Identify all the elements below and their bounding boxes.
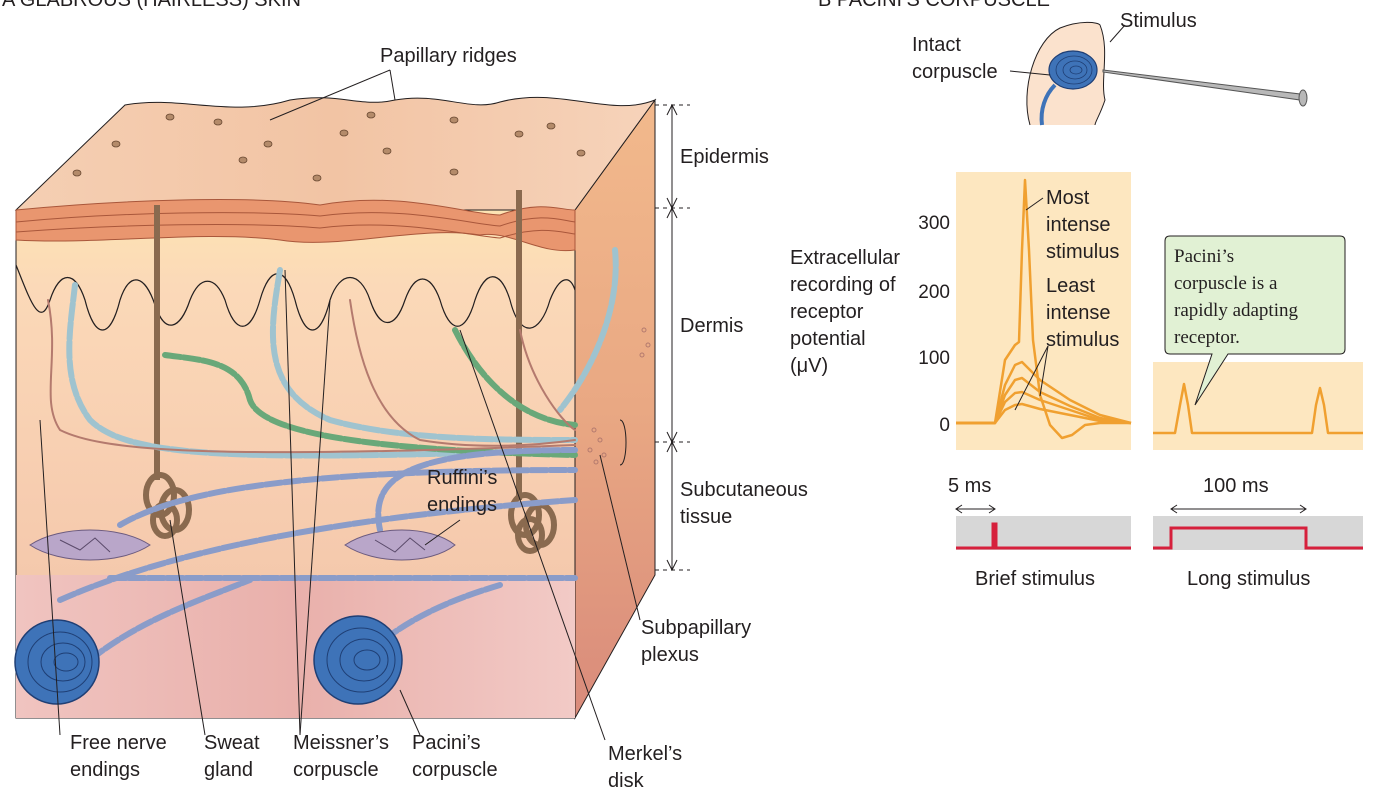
label-meissner: Meissner’s <box>293 732 389 754</box>
label-ruffini: Ruffini’s <box>427 467 497 489</box>
ylabel-line-4: potential <box>790 328 866 350</box>
stim-long-background <box>1153 516 1363 550</box>
label-sweat: Sweat <box>204 732 260 754</box>
label-pacini: Pacini’s <box>412 732 481 754</box>
stimulus-probe <box>1102 69 1301 101</box>
scale-long-arrow <box>1170 504 1307 514</box>
ytick-0: 0 <box>939 415 950 436</box>
dermal-papillae <box>15 264 576 331</box>
stim-brief-background <box>956 516 1131 550</box>
intact-corpuscle-icon <box>1039 50 1098 126</box>
annot-most-2: intense <box>1046 214 1111 236</box>
callout-line-1: Pacini’s <box>1174 246 1234 267</box>
trace-long <box>1153 382 1363 435</box>
scale-long-label: 100 ms <box>1203 475 1269 497</box>
trace-most-intense <box>956 178 1131 440</box>
label-free-nerve: Free nerve <box>70 732 167 754</box>
label-meissner-corpuscle: corpuscle <box>293 759 379 781</box>
ytick-100: 100 <box>918 348 950 369</box>
label-ruffini-endings: endings <box>427 494 497 516</box>
label-intact-corpuscle: corpuscle <box>912 61 998 83</box>
ylabel-line-3: receptor <box>790 301 864 323</box>
label-epidermis: Epidermis <box>680 146 769 168</box>
callout-line-3: rapidly adapting <box>1174 300 1298 321</box>
annot-least-3: stimulus <box>1046 329 1119 351</box>
ytick-200: 200 <box>918 282 950 303</box>
label-free-nerve-endings: endings <box>70 759 140 781</box>
label-merkel-disk: disk <box>608 770 645 792</box>
label-merkel: Merkel’s <box>608 743 682 765</box>
nerve-fibers <box>47 247 619 668</box>
trace-least-intense <box>956 402 1132 425</box>
caption-long: Long stimulus <box>1187 568 1310 590</box>
layer-scale <box>655 103 690 572</box>
panel-a-heading: A GLABROUS (HAIRLESS) SKIN <box>2 0 301 11</box>
label-stimulus: Stimulus <box>1120 10 1197 32</box>
label-tissue: tissue <box>680 506 732 528</box>
label-subpapillary: Subpapillary <box>641 617 751 639</box>
block-top-surface <box>14 96 657 211</box>
scale-brief-arrow <box>955 504 996 514</box>
label-subcutaneous: Subcutaneous <box>680 479 808 501</box>
label-plexus: plexus <box>641 644 699 666</box>
scale-brief-label: 5 ms <box>948 475 991 497</box>
ruffini-ending-right <box>344 529 456 561</box>
caption-brief: Brief stimulus <box>975 568 1095 590</box>
side-dots <box>587 327 651 465</box>
pacini-corpuscle-left <box>14 619 100 705</box>
label-dermis: Dermis <box>680 315 743 337</box>
annot-least-2: intense <box>1046 302 1111 324</box>
leader-lines <box>39 69 641 741</box>
panel-b: B PACINI’S CORPUSCLE Intact corpuscle St… <box>790 0 1363 590</box>
panel-b-heading: B PACINI’S CORPUSCLE <box>818 0 1050 11</box>
callout-line-2: corpuscle is a <box>1174 273 1278 294</box>
traces-brief <box>956 178 1132 440</box>
panel-a: A GLABROUS (HAIRLESS) SKIN <box>2 0 808 792</box>
stimulus-probe-head <box>1298 89 1308 107</box>
ylabel-line-1: Extracellular <box>790 247 900 269</box>
ytick-300: 300 <box>918 213 950 234</box>
stim-long-trace <box>1153 526 1363 550</box>
label-gland: gland <box>204 759 253 781</box>
callout-line-4: receptor. <box>1174 327 1240 348</box>
ylabel-line-2: recording of <box>790 274 896 296</box>
annot-most-1: Most <box>1046 187 1090 209</box>
trace-4 <box>956 390 1132 425</box>
label-intact: Intact <box>912 34 961 56</box>
label-pacini-corpuscle: corpuscle <box>412 759 498 781</box>
skin-pores <box>72 111 586 182</box>
annot-most-3: stimulus <box>1046 241 1119 263</box>
annot-least-1: Least <box>1046 275 1095 297</box>
plot-long-background <box>1153 362 1363 450</box>
ruffini-ending-left <box>29 529 151 561</box>
callout-box <box>1164 235 1346 406</box>
stim-brief-trace <box>956 522 1131 550</box>
pacini-corpuscle-right <box>313 615 403 705</box>
label-papillary-ridges: Papillary ridges <box>380 45 517 67</box>
ylabel-line-5: (μV) <box>790 355 828 377</box>
